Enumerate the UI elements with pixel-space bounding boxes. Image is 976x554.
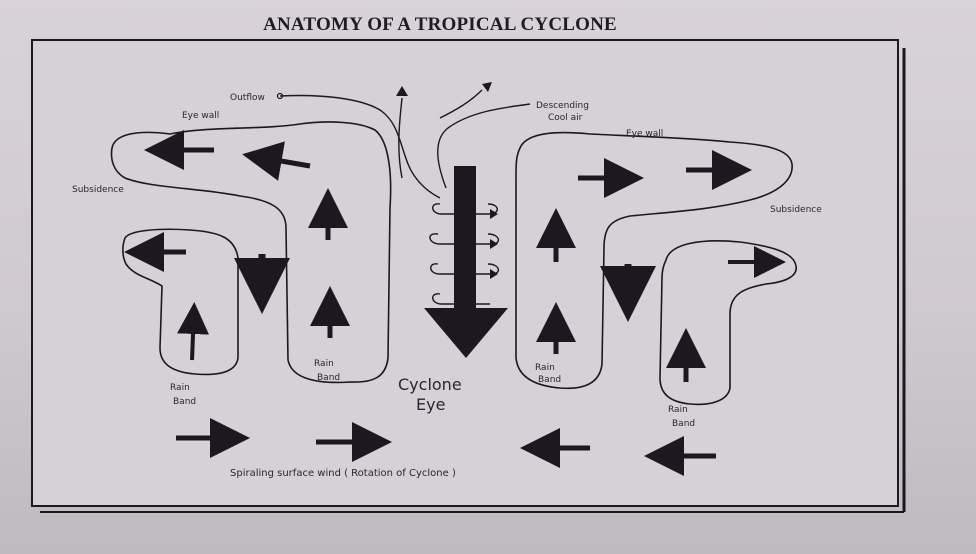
eye-arrow-shaft: [454, 166, 476, 312]
eye-arrow-head: [424, 308, 508, 358]
arrow-left-eyewall-2: [242, 141, 311, 181]
right-rainband-cloud: [659, 240, 797, 406]
right-eyewall-cloud: [515, 131, 793, 390]
label-rain-band-left-center-2: Band: [317, 373, 340, 383]
outflow-arrow-line: [398, 97, 403, 179]
label-rain-band-right-center-1: Rain: [535, 363, 555, 373]
label-eye-wall-left: Eye wall: [182, 111, 219, 121]
label-cyclone-eye-1: Cyclone: [398, 375, 462, 394]
descending-line-top: [439, 89, 483, 119]
outflow-label-dot: [276, 92, 284, 100]
label-rain-band-right-outer-1: Rain: [668, 405, 688, 415]
eye-spiral-arrow-1: [490, 209, 498, 219]
label-eye-wall-right: Eye wall: [626, 129, 663, 139]
label-rain-band-right-outer-2: Band: [672, 419, 695, 429]
eye-spiral-arrow-3: [490, 269, 498, 279]
eye-spiral: [429, 203, 499, 305]
label-rain-band-left-center-1: Rain: [314, 359, 334, 369]
label-descending-2: Cool air: [548, 113, 583, 123]
descending-arrowhead: [482, 82, 492, 92]
label-rain-band-left-outer-1: Rain: [170, 383, 190, 393]
descending-line: [437, 103, 531, 189]
outflow-arrowhead: [396, 86, 408, 96]
arrow-left-rainband-up: [177, 302, 210, 361]
outflow-line: [279, 94, 441, 199]
label-outflow: Outflow: [230, 93, 265, 103]
label-descending-1: Descending: [536, 101, 589, 111]
label-surface-wind: Spiraling surface wind ( Rotation of Cyc…: [230, 468, 456, 479]
label-subsidence-right: Subsidence: [770, 205, 822, 215]
cyclone-diagram: Outflow Eye wall Descending Cool air Eye…: [31, 39, 906, 513]
left-eyewall-cloud: [110, 121, 392, 384]
diagram-title: ANATOMY OF A TROPICAL CYCLONE: [263, 14, 617, 35]
diagram-frame: Outflow Eye wall Descending Cool air Eye…: [30, 38, 908, 514]
label-subsidence-left: Subsidence: [72, 185, 124, 195]
eye-spiral-arrow-2: [490, 239, 498, 249]
label-cyclone-eye-2: Eye: [416, 395, 445, 414]
label-rain-band-left-outer-2: Band: [173, 397, 196, 407]
label-rain-band-right-center-2: Band: [538, 375, 561, 385]
